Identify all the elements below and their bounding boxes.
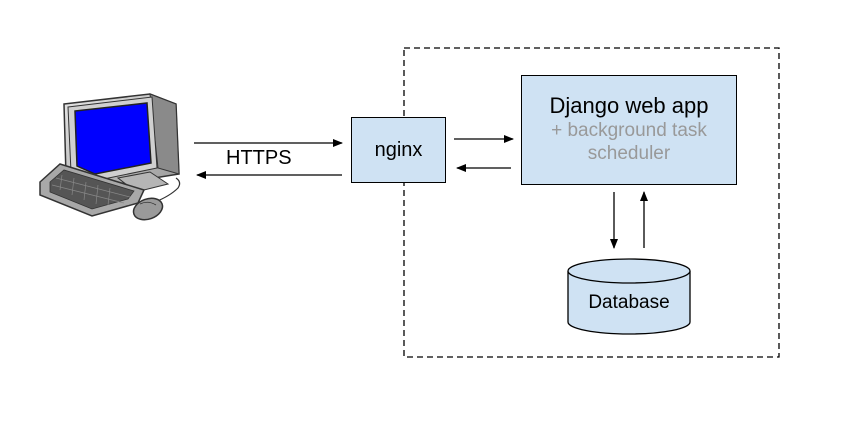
- database-label: Database: [588, 292, 670, 313]
- django-title: Django web app: [549, 93, 709, 118]
- server-boundary: [403, 47, 780, 358]
- computer-icon: [39, 93, 181, 221]
- django-node: Django web app + background task schedul…: [521, 75, 737, 185]
- nginx-label: nginx: [374, 138, 423, 161]
- nginx-node: nginx: [351, 117, 446, 183]
- django-subtitle-line1: + background task: [551, 120, 707, 141]
- database-cylinder: [567, 258, 691, 335]
- monitor-screen: [74, 102, 152, 175]
- django-subtitle-line2: scheduler: [587, 143, 671, 164]
- https-label: HTTPS: [226, 147, 292, 169]
